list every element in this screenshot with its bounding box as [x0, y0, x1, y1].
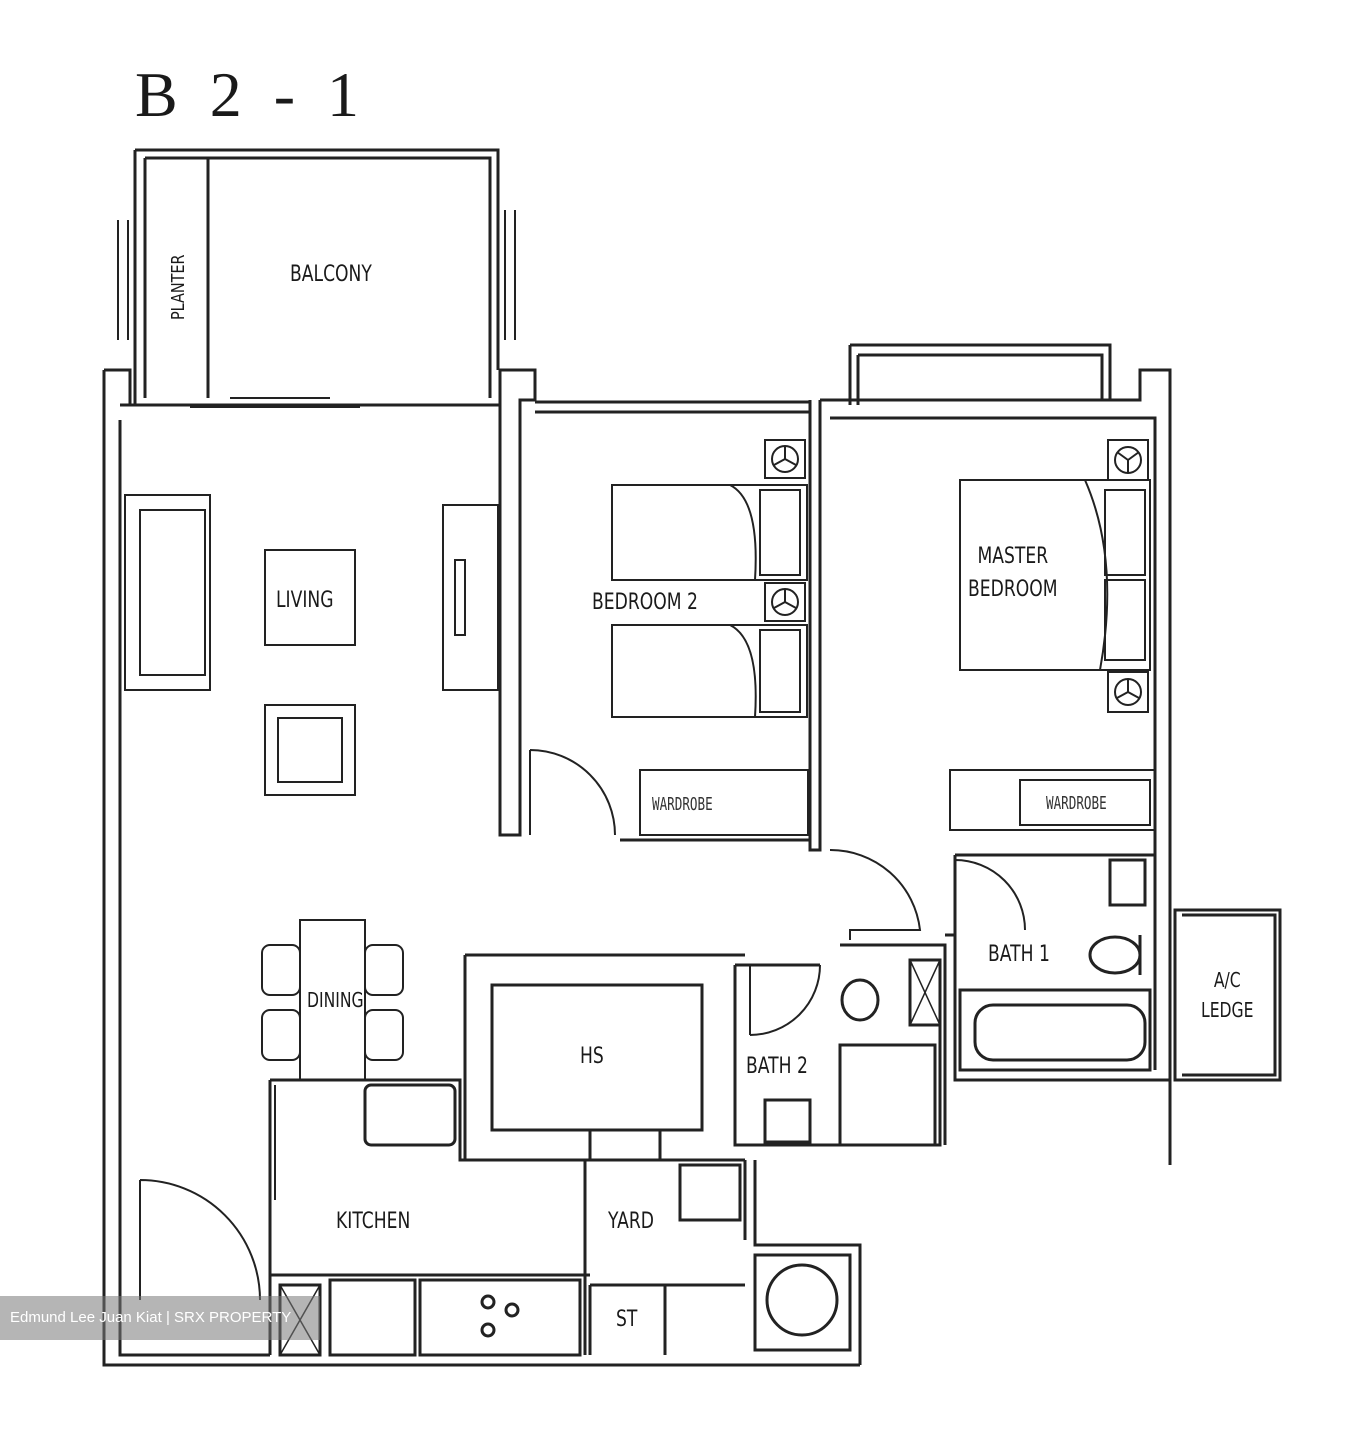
fan-icon: [1107, 439, 1149, 481]
room-label-kitchen: KITCHEN: [336, 1209, 411, 1234]
furniture: [124, 479, 1156, 1081]
room-label-hs: HS: [580, 1044, 604, 1069]
outer-walls: [102, 148, 1282, 1367]
room-label-dining: DINING: [307, 988, 364, 1012]
ceiling-fan-icons: [764, 439, 1149, 713]
room-label-living: LIVING: [276, 588, 334, 613]
fan-icon: [1107, 671, 1149, 713]
fan-icon: [764, 439, 806, 479]
room-label-master-bedroom: MASTER BEDROOM: [968, 544, 1058, 602]
room-label-balcony: BALCONY: [290, 262, 372, 287]
door-swings: [139, 749, 1026, 1301]
room-label-bath-1: BATH 1: [988, 942, 1050, 967]
room-label-bedroom-2: BEDROOM 2: [592, 590, 698, 615]
wardrobe-label-bedroom-2: WARDROBE: [652, 794, 713, 815]
room-label-st: ST: [616, 1307, 638, 1332]
room-label-planter: PLANTER: [168, 254, 189, 320]
fan-icon: [764, 582, 806, 622]
room-label-bath-2: BATH 2: [746, 1054, 808, 1079]
wardrobe-label-master: WARDROBE: [1046, 793, 1107, 814]
room-label-ac-ledge: A/C LEDGE: [1201, 968, 1254, 1022]
room-label-yard: YARD: [608, 1209, 655, 1234]
unit-type-title: B 2 - 1: [135, 59, 367, 130]
watermark: Edmund Lee Juan Kiat | SRX PROPERTY: [0, 1296, 320, 1340]
